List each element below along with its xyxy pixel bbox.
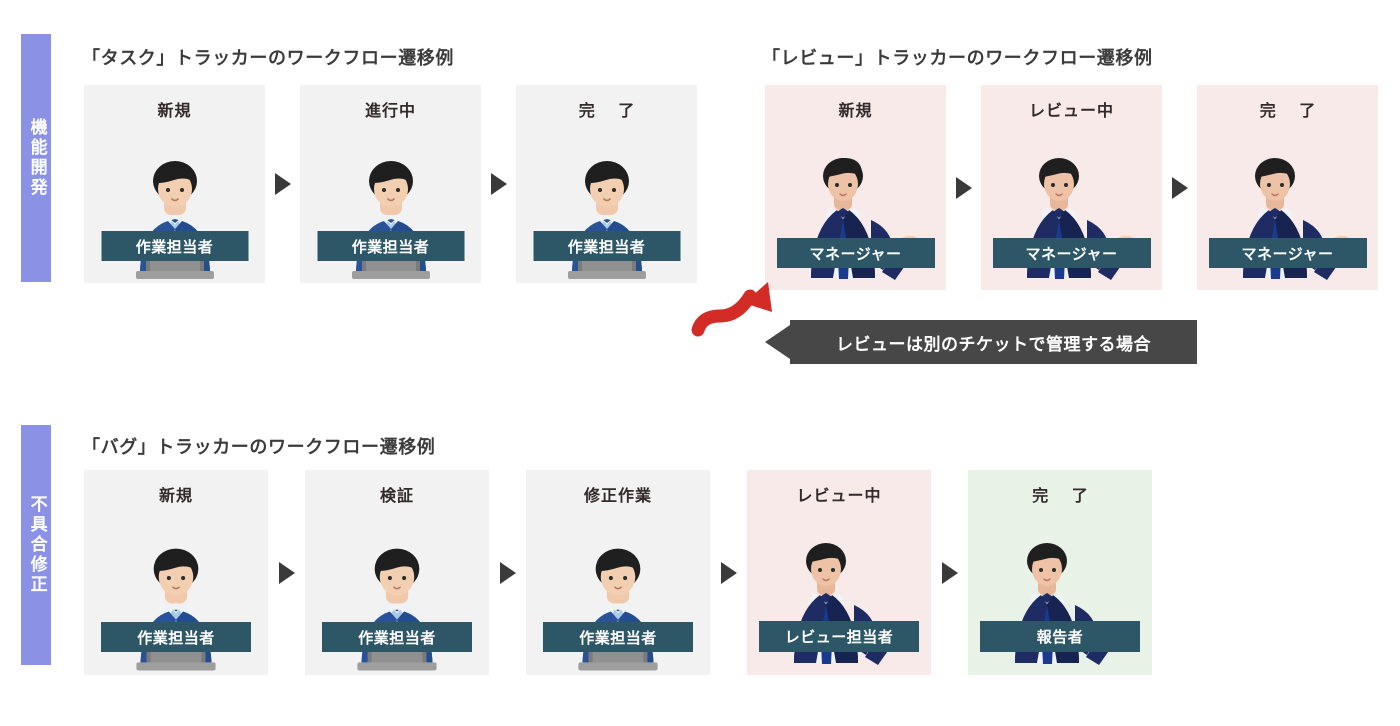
triangle-right-icon — [955, 176, 972, 199]
card-state-label: レビュー中 — [1028, 101, 1114, 120]
category-bar-bug-fixing: 不具合修正 — [21, 425, 51, 665]
card-state-label: 新規 — [158, 486, 193, 505]
flow-card-review-inreview[interactable]: レビュー中 — [981, 85, 1162, 290]
flow-row-review-tracker: 新規 — [765, 85, 1378, 290]
callout-text: レビューは別のチケットで管理する場合 — [836, 334, 1151, 355]
step-arrow-slot — [481, 85, 516, 283]
flow-row-task-tracker: 新規 — [84, 85, 697, 283]
triangle-right-icon — [1171, 176, 1188, 199]
triangle-right-icon — [941, 561, 958, 584]
group-title-review-tracker: 「レビュー」トラッカーのワークフロー遷移例 — [762, 48, 1153, 69]
triangle-right-icon — [274, 173, 291, 195]
role-label: 作業担当者 — [101, 622, 251, 652]
flow-card-task-inprogress[interactable]: 進行中 — [300, 85, 481, 283]
card-state-label: レビュー中 — [796, 486, 882, 505]
flow-card-bug-inreview[interactable]: レビュー中 — [747, 470, 931, 675]
flow-card-task-new[interactable]: 新規 — [84, 85, 265, 283]
step-arrow-slot — [268, 470, 305, 675]
role-label: 作業担当者 — [533, 231, 680, 261]
card-state-label: 進行中 — [364, 101, 416, 120]
category-bar-feature-development: 機能開発 — [21, 34, 51, 282]
step-arrow-slot — [1162, 85, 1197, 290]
card-state-label: 完 了 — [578, 101, 644, 120]
group-title-bug-tracker: 「バグ」トラッカーのワークフロー遷移例 — [82, 437, 436, 458]
role-label: 作業担当者 — [322, 622, 472, 652]
flow-row-bug-tracker: 新規 — [84, 470, 1152, 675]
role-label: 報告者 — [980, 621, 1140, 652]
triangle-right-icon — [499, 561, 516, 584]
role-label: 作業担当者 — [317, 231, 464, 261]
role-label: 作業担当者 — [101, 231, 248, 261]
flow-card-bug-verify[interactable]: 検証 — [305, 470, 489, 675]
step-arrow-slot — [265, 85, 300, 283]
step-arrow-slot — [931, 470, 968, 675]
triangle-right-icon — [490, 173, 507, 195]
card-state-label: 修正作業 — [583, 486, 652, 505]
card-state-label: 検証 — [379, 486, 414, 505]
flow-card-bug-fixing[interactable]: 修正作業 — [526, 470, 710, 675]
triangle-right-icon — [278, 561, 295, 584]
card-state-label: 完 了 — [1032, 486, 1097, 505]
flow-card-review-done[interactable]: 完 了 — [1197, 85, 1378, 290]
step-arrow-slot — [946, 85, 981, 290]
group-title-task-tracker: 「タスク」トラッカーのワークフロー遷移例 — [82, 48, 454, 69]
card-state-label: 新規 — [838, 101, 873, 120]
role-label: マネージャー — [776, 238, 935, 268]
callout-box: レビューは別のチケットで管理する場合 — [765, 320, 1197, 364]
flow-card-bug-done[interactable]: 完 了 — [968, 470, 1152, 675]
card-state-label: 新規 — [157, 101, 192, 120]
card-state-label: 完 了 — [1259, 101, 1325, 120]
flow-card-review-new[interactable]: 新規 — [765, 85, 946, 290]
role-label: レビュー担当者 — [759, 621, 919, 652]
triangle-left-icon — [765, 325, 790, 359]
step-arrow-slot — [489, 470, 526, 675]
role-label: 作業担当者 — [543, 622, 693, 652]
section-feature-development: 機能開発 「タスク」トラッカーのワークフロー遷移例 「レビュー」トラッカーのワー… — [21, 34, 1378, 364]
section-bug-fixing: 不具合修正 「バグ」トラッカーのワークフロー遷移例 新規 — [0, 400, 1400, 726]
flow-card-bug-new[interactable]: 新規 — [84, 470, 268, 675]
flow-card-task-done[interactable]: 完 了 — [516, 85, 697, 283]
triangle-right-icon — [720, 561, 737, 584]
role-label: マネージャー — [1208, 238, 1367, 268]
role-label: マネージャー — [992, 238, 1151, 268]
curved-red-arrow-icon — [691, 282, 772, 337]
step-arrow-slot — [710, 470, 747, 675]
